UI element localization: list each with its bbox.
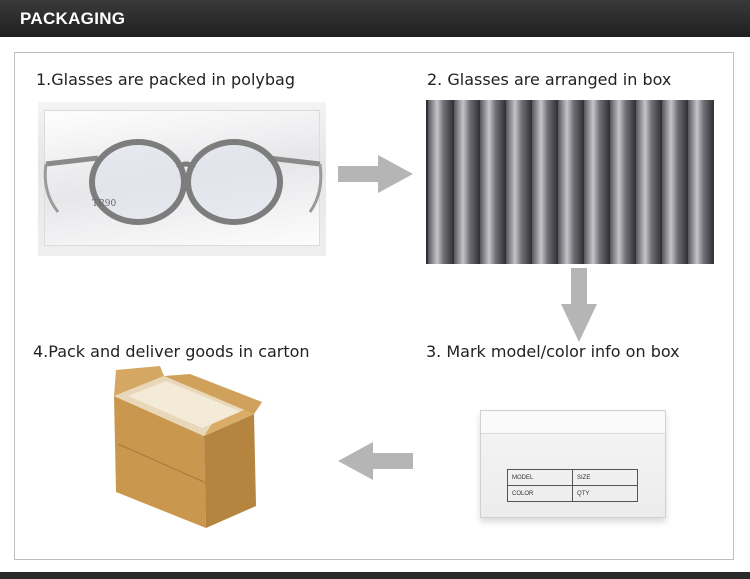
temple-print-text: TR90 bbox=[92, 199, 117, 209]
box-info-label: MODEL SIZE COLOR QTY bbox=[507, 469, 638, 502]
arrow-left-icon bbox=[338, 442, 413, 480]
glasses-icon: TR90 bbox=[43, 139, 323, 225]
polybag-image: TR90 bbox=[38, 102, 326, 256]
step-2-label: 2. Glasses are arranged in box bbox=[427, 70, 672, 89]
qty-field: QTY bbox=[572, 485, 638, 502]
section-title: PACKAGING bbox=[20, 9, 126, 28]
labeled-box-image: MODEL SIZE COLOR QTY bbox=[430, 380, 718, 530]
carton-icon bbox=[114, 366, 262, 528]
step-1-label: 1.Glasses are packed in polybag bbox=[36, 70, 295, 89]
size-field: SIZE bbox=[572, 469, 638, 486]
step-3-label: 3. Mark model/color info on box bbox=[426, 342, 680, 361]
section-header: PACKAGING bbox=[0, 0, 750, 37]
boxed-glasses-image bbox=[426, 100, 714, 264]
color-field: COLOR bbox=[507, 485, 573, 502]
carton-image bbox=[36, 366, 324, 536]
arrow-right-icon bbox=[338, 155, 413, 193]
arrow-down-icon bbox=[561, 268, 597, 342]
model-field: MODEL bbox=[507, 469, 573, 486]
white-box: MODEL SIZE COLOR QTY bbox=[480, 410, 666, 518]
step-4-label: 4.Pack and deliver goods in carton bbox=[33, 342, 310, 361]
bottom-divider bbox=[0, 572, 750, 579]
